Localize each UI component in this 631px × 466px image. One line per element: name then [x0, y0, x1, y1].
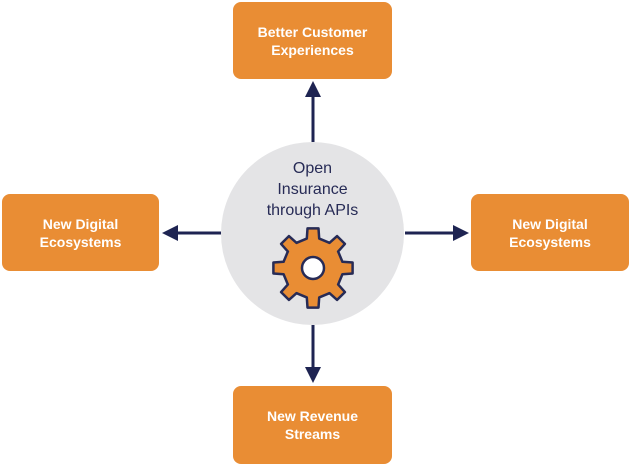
node-new-revenue-streams: New Revenue Streams — [233, 386, 392, 464]
arrow-right — [405, 225, 469, 241]
arrow-down — [305, 325, 321, 383]
node-label-line: New Digital — [512, 215, 588, 232]
hub-title-line: Insurance — [277, 181, 348, 198]
node-label-line: Better Customer — [257, 23, 368, 40]
node-label-line: Streams — [284, 426, 341, 442]
node-label-line: New Revenue — [266, 408, 359, 424]
arrow-left — [162, 225, 221, 241]
node-new-digital-ecosystems-left: New Digital Ecosystems — [2, 194, 159, 271]
gear-hole — [300, 255, 326, 281]
node-label-line: Ecosystems — [509, 233, 591, 250]
hub-title: Open Insurance through APIs — [221, 158, 404, 221]
hub-title-line: Open — [292, 160, 333, 177]
arrow-up — [305, 81, 321, 142]
node-label-line: Experiences — [271, 41, 354, 58]
node-new-digital-ecosystems-right: New Digital Ecosystems — [471, 194, 629, 271]
node-label-line: New Digital — [42, 215, 119, 232]
gear-icon — [272, 227, 354, 309]
node-label-line: Ecosystems — [39, 233, 122, 250]
hub-title-line: through APIs — [266, 202, 359, 219]
node-better-customer-experiences: Better Customer Experiences — [233, 2, 392, 79]
